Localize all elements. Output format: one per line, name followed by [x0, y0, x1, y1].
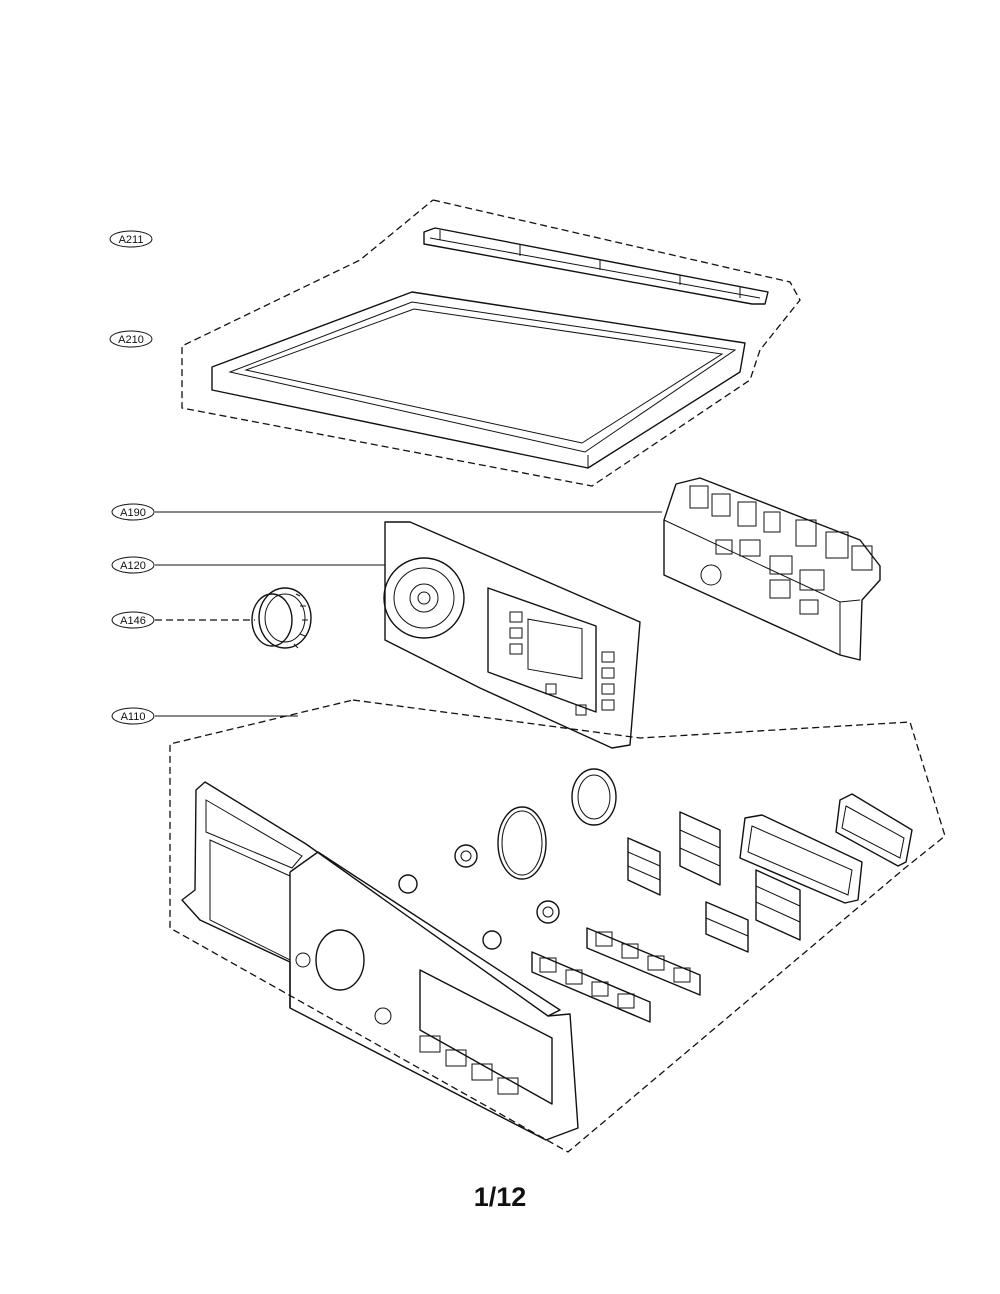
display-pcb-part	[383, 521, 641, 749]
callout-a120: A120	[111, 556, 155, 574]
control-panel-assembly-boundary	[169, 699, 946, 1153]
display-cover-part	[835, 793, 913, 867]
control-panel-housing-part	[181, 781, 579, 1141]
callout-a190: A190	[111, 503, 155, 521]
page-number: 1/12	[473, 1182, 527, 1212]
callout-a210-label: A210	[118, 334, 144, 346]
rear-rail-part	[423, 227, 769, 305]
callout-a190-label: A190	[120, 507, 146, 519]
button-block-parts	[627, 811, 801, 953]
callout-a146-label: A146	[120, 615, 146, 627]
knob-button-parts	[398, 844, 560, 950]
knob-part	[251, 587, 312, 649]
button-strip-parts	[531, 927, 701, 1023]
callout-a211: A211	[109, 230, 153, 248]
trim-ring-part	[571, 768, 617, 826]
top-lid-part	[211, 291, 746, 469]
callout-a120-label: A120	[120, 560, 146, 572]
callout-a110-label: A110	[121, 711, 146, 723]
top-assembly-boundary	[181, 199, 801, 487]
main-pcb-part	[663, 477, 881, 661]
callout-a110: A110	[111, 707, 155, 725]
display-lens-part	[739, 814, 863, 904]
callout-a210: A210	[109, 330, 153, 348]
callout-a211-label: A211	[119, 234, 144, 246]
callout-a146: A146	[111, 611, 155, 629]
dial-ring-part	[497, 806, 547, 880]
